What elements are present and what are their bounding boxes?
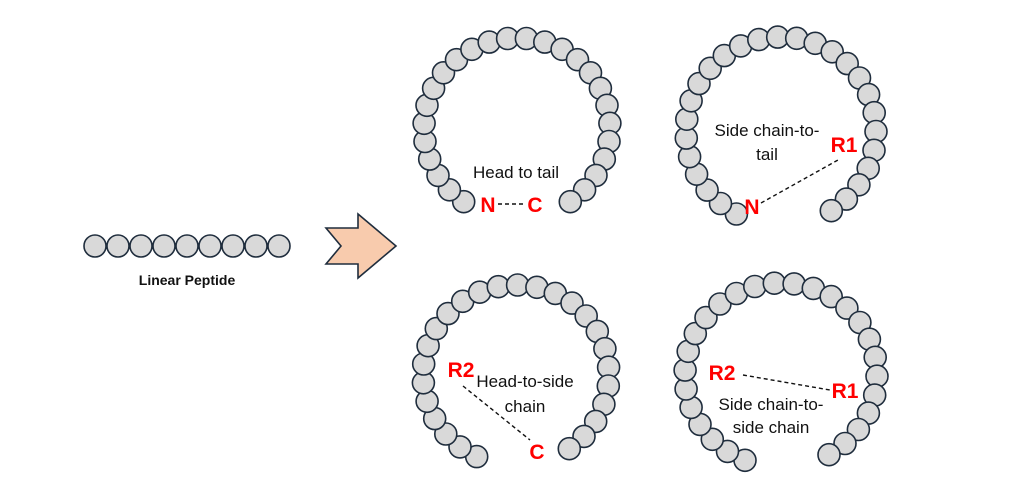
panel-label-line2: side chain bbox=[733, 418, 810, 437]
residue-bead bbox=[819, 284, 844, 309]
panel-label-line1: Side chain-to- bbox=[715, 121, 820, 140]
panel-label-line2: chain bbox=[505, 397, 546, 416]
panel-side-chain-to-side-chain: R2 R1 Side chain-to- side chain bbox=[673, 271, 889, 473]
residue-bead bbox=[129, 234, 153, 258]
residue-bead bbox=[742, 274, 767, 299]
residue-bead bbox=[152, 234, 176, 258]
panel-label-line1: Side chain-to- bbox=[719, 395, 824, 414]
terminal-r1: R1 bbox=[832, 380, 859, 403]
terminal-n: N bbox=[480, 194, 495, 217]
terminal-c: C bbox=[529, 441, 544, 464]
panel-label-line2: tail bbox=[756, 145, 778, 164]
residue-bead bbox=[106, 234, 130, 258]
residue-bead bbox=[83, 234, 107, 258]
residue-bead bbox=[782, 272, 806, 296]
bond-line bbox=[742, 374, 831, 391]
panel-side-chain-to-tail: Side chain-to- tail R1 N bbox=[674, 25, 888, 226]
panel-head-to-side-chain: Head-to-side chain R2 C bbox=[411, 273, 621, 469]
terminal-n: N bbox=[744, 196, 759, 219]
terminal-r2: R2 bbox=[709, 362, 736, 385]
residue-bead bbox=[244, 234, 268, 258]
terminal-c: C bbox=[527, 194, 542, 217]
bond-line bbox=[760, 159, 839, 204]
residue-bead bbox=[505, 273, 530, 297]
terminal-r2: R2 bbox=[448, 359, 475, 382]
peptide-ring bbox=[674, 25, 888, 226]
residue-bead bbox=[819, 198, 844, 223]
peptide-ring bbox=[412, 26, 622, 214]
residue-bead bbox=[762, 271, 787, 296]
linear-peptide-chain bbox=[83, 234, 291, 258]
panel-head-to-tail: Head to tail N C bbox=[412, 26, 622, 217]
linear-peptide-caption: Linear Peptide bbox=[139, 272, 236, 288]
transform-arrow-icon bbox=[324, 212, 398, 280]
panel-label: Head to tail bbox=[473, 163, 559, 182]
terminal-r1: R1 bbox=[831, 134, 858, 157]
residue-bead bbox=[198, 234, 222, 258]
residue-bead bbox=[221, 234, 245, 258]
residue-bead bbox=[175, 234, 199, 258]
residue-bead bbox=[817, 442, 841, 467]
bond-line bbox=[462, 385, 531, 441]
residue-bead bbox=[708, 292, 732, 316]
residue-bead bbox=[267, 234, 291, 258]
residue-bead bbox=[558, 189, 583, 214]
peptide-ring bbox=[673, 271, 889, 473]
peptide-ring bbox=[411, 273, 621, 469]
residue-bead bbox=[557, 436, 582, 461]
panel-label-line1: Head-to-side bbox=[476, 372, 573, 391]
residue-bead bbox=[833, 431, 857, 456]
